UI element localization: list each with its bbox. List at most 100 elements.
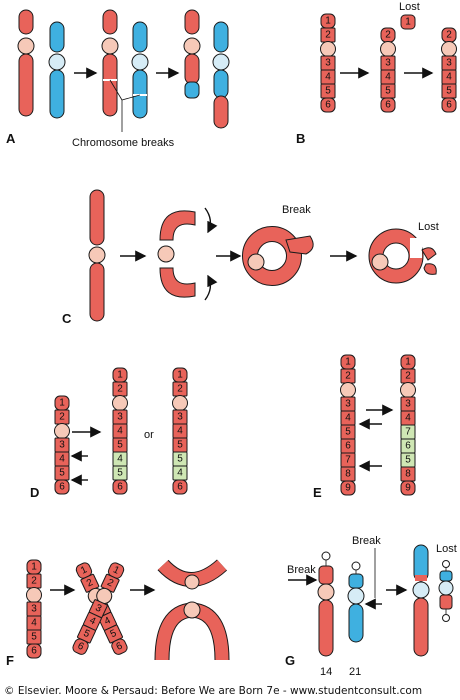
centromere bbox=[380, 41, 396, 57]
break-label: Break bbox=[282, 204, 311, 216]
pointer-line bbox=[121, 94, 141, 101]
segment-number: 1 bbox=[117, 370, 123, 381]
panel-e-letter: E bbox=[313, 485, 322, 500]
segment-number: 5 bbox=[109, 628, 119, 641]
segment-number: 5 bbox=[405, 455, 411, 466]
centromere bbox=[347, 587, 365, 605]
lost-label: Lost bbox=[418, 221, 439, 233]
chromosome-segment bbox=[172, 479, 188, 495]
segment-number: 4 bbox=[117, 426, 123, 437]
bending-arm-bottom bbox=[159, 267, 196, 298]
segment-number: 4 bbox=[385, 72, 391, 83]
centromere bbox=[184, 574, 200, 590]
lost-fragment bbox=[421, 247, 437, 261]
red-long-arm bbox=[318, 599, 334, 657]
blue-long-arm bbox=[348, 603, 364, 643]
segment-number: 5 bbox=[446, 86, 452, 97]
segment-number: 2 bbox=[85, 577, 95, 590]
centromere bbox=[183, 601, 201, 619]
segment-number: 2 bbox=[177, 384, 183, 395]
centromere bbox=[400, 382, 416, 398]
panel-a: A Chromosome breaks bbox=[6, 9, 230, 149]
panel-c: C Break Lost bbox=[62, 189, 439, 326]
panel-g-letter: G bbox=[285, 653, 295, 668]
ring-gap bbox=[410, 238, 422, 258]
centromere bbox=[317, 583, 335, 601]
segment-number: 7 bbox=[405, 427, 411, 438]
copyright-credit: © Elsevier. Moore & Persaud: Before We a… bbox=[4, 685, 422, 697]
chromosome-segment bbox=[26, 643, 42, 659]
segment-number: 6 bbox=[345, 441, 351, 452]
segment-number: 5 bbox=[117, 440, 123, 451]
segment-number: 1 bbox=[405, 357, 411, 368]
segment-number: 1 bbox=[345, 357, 351, 368]
segment-number: 4 bbox=[325, 72, 331, 83]
centromere bbox=[54, 423, 70, 439]
panel-b-letter: B bbox=[296, 131, 305, 146]
centromere bbox=[412, 581, 430, 599]
red-chromosome-arm bbox=[18, 9, 34, 35]
segment-number: 3 bbox=[93, 602, 103, 615]
segment-number: 4 bbox=[446, 72, 452, 83]
segment-number: 3 bbox=[177, 412, 183, 423]
overlapping-ends bbox=[285, 235, 314, 255]
centromere bbox=[131, 53, 149, 71]
segment-number: 2 bbox=[31, 576, 37, 587]
segment-number: 3 bbox=[117, 412, 123, 423]
chromosome-segment bbox=[380, 97, 396, 113]
segment-number: 5 bbox=[117, 468, 123, 479]
segment-number: 1 bbox=[325, 16, 331, 27]
segment-number: 2 bbox=[345, 371, 351, 382]
segment-number: 9 bbox=[405, 483, 411, 494]
centromere bbox=[172, 395, 188, 411]
segment-number: 5 bbox=[177, 454, 183, 465]
red-chromosome-arm bbox=[184, 53, 200, 85]
segment-number: 3 bbox=[345, 399, 351, 410]
segment-number: 2 bbox=[385, 30, 391, 41]
segment-number: 6 bbox=[115, 640, 125, 653]
segment-number: 5 bbox=[177, 440, 183, 451]
pointer-line bbox=[109, 79, 123, 101]
segment-number: 3 bbox=[31, 604, 37, 615]
centromere bbox=[112, 395, 128, 411]
segment-number: 2 bbox=[105, 577, 115, 590]
segment-number: 5 bbox=[31, 632, 37, 643]
segment-number: 2 bbox=[117, 384, 123, 395]
segment-number: 3 bbox=[325, 58, 331, 69]
or-label: or bbox=[144, 429, 154, 441]
satellite bbox=[442, 560, 450, 568]
segment-number: 8 bbox=[345, 469, 351, 480]
chromosome-breaks-label: Chromosome breaks bbox=[72, 137, 175, 149]
segment-number: 3 bbox=[59, 440, 65, 451]
segment-number: 4 bbox=[405, 413, 411, 424]
segment-number: 5 bbox=[345, 427, 351, 438]
segment-number: 4 bbox=[117, 454, 123, 465]
segment-number: 2 bbox=[405, 371, 411, 382]
segment-number: 1 bbox=[79, 564, 89, 577]
red-junction bbox=[415, 575, 427, 581]
panel-f-letter: F bbox=[6, 653, 14, 668]
centromere bbox=[371, 253, 389, 271]
segment-number: 6 bbox=[177, 482, 183, 493]
centromere bbox=[26, 587, 42, 603]
red-chromosome-arm bbox=[102, 9, 118, 35]
segment-number: 9 bbox=[345, 483, 351, 494]
blue-short-arm bbox=[439, 570, 453, 582]
chromosome-segment bbox=[340, 480, 356, 496]
segment-number: 3 bbox=[446, 58, 452, 69]
lost-segment-number: 1 bbox=[405, 17, 411, 28]
segment-number: 4 bbox=[31, 618, 37, 629]
segment-number: 7 bbox=[345, 455, 351, 466]
segment-number: 2 bbox=[446, 30, 452, 41]
segment-number: 4 bbox=[345, 413, 351, 424]
segment-number: 6 bbox=[59, 482, 65, 493]
chromosome-segment bbox=[441, 97, 457, 113]
blue-chromosome-arm bbox=[49, 69, 65, 119]
satellite bbox=[351, 561, 361, 571]
bending-arm-top bbox=[159, 210, 196, 241]
red-short-arm bbox=[318, 565, 334, 585]
chromosome-segment bbox=[320, 97, 336, 113]
break-top-label: Break bbox=[352, 535, 381, 547]
segment-number: 3 bbox=[385, 58, 391, 69]
panel-a-letter: A bbox=[6, 131, 16, 146]
